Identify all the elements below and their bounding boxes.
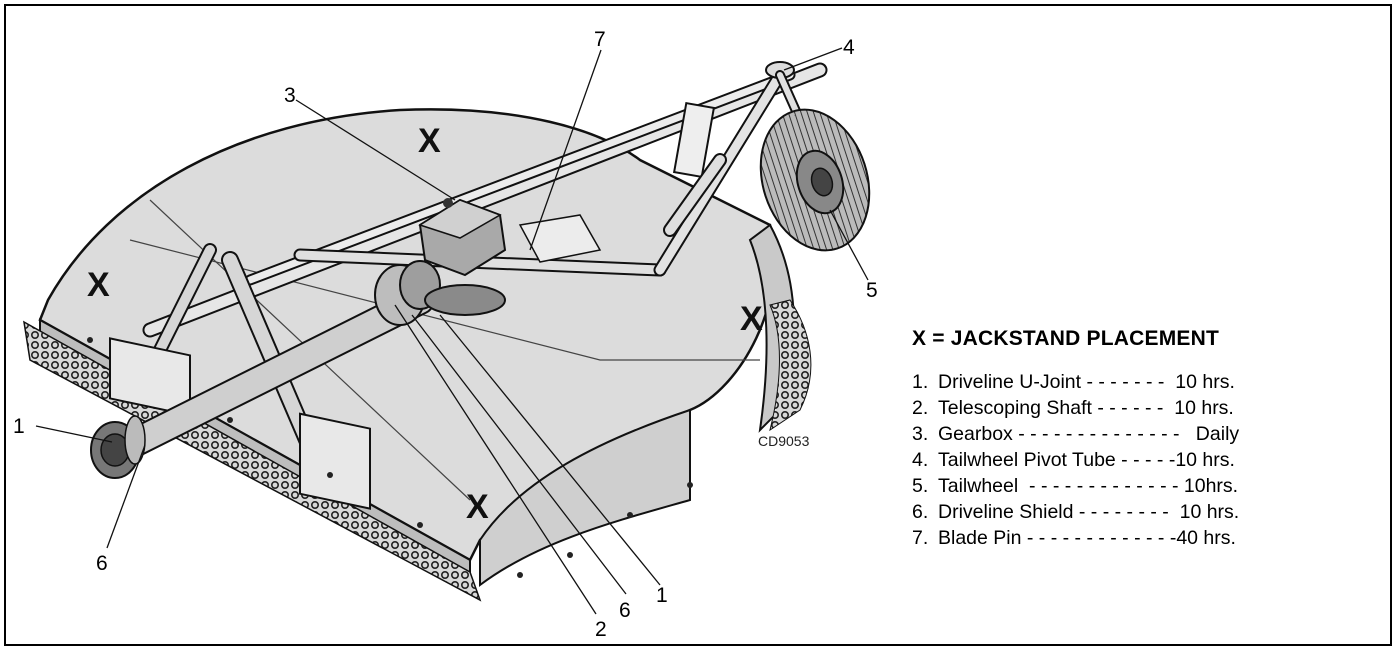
list-item: 1. Driveline U-Joint - - - - - - - 10 hrs…	[912, 369, 1372, 395]
item-text: Tailwheel Pivot Tube - - - - -10 hrs.	[938, 449, 1235, 471]
maintenance-legend: X = JACKSTAND PLACEMENT 1. Driveline U-Jo…	[912, 327, 1372, 551]
legend-title: X = JACKSTAND PLACEMENT	[912, 327, 1219, 350]
callout-6: 6	[96, 552, 108, 575]
list-item: 6. Driveline Shield - - - - - - - - 10 hr…	[912, 499, 1372, 525]
item-number: 1.	[912, 371, 929, 393]
legend-list: 1. Driveline U-Joint - - - - - - - 10 hrs…	[912, 369, 1372, 551]
callout-1: 1	[13, 415, 25, 438]
list-item: 2. Telescoping Shaft - - - - - - 10 hrs.	[912, 395, 1372, 421]
item-number: 2.	[912, 397, 929, 419]
jackstand-mark: X	[466, 488, 489, 526]
mower-illustration: 1 1 2 3 4 5 6 6 7 X X X X CD9053	[13, 28, 878, 641]
item-number: 3.	[912, 423, 929, 445]
item-text: Telescoping Shaft - - - - - - 10 hrs.	[938, 397, 1234, 419]
item-text: Driveline Shield - - - - - - - - 10 hrs.	[938, 501, 1240, 523]
callout-2: 2	[595, 618, 607, 641]
jackstand-mark: X	[740, 300, 763, 338]
jackstand-mark: X	[87, 266, 110, 304]
list-item: 7. Blade Pin - - - - - - - - - - - - -40 …	[912, 525, 1372, 551]
item-number: 4.	[912, 449, 929, 471]
list-item: 3. Gearbox - - - - - - - - - - - - - - Da…	[912, 421, 1372, 447]
callout-3: 3	[284, 84, 296, 107]
callout-4: 4	[843, 36, 855, 59]
callout-5: 5	[866, 279, 878, 302]
callout-6b: 6	[619, 599, 631, 622]
item-text: Driveline U-Joint - - - - - - - 10 hrs.	[938, 371, 1235, 393]
list-item: 5. Tailwheel - - - - - - - - - - - - - 10…	[912, 473, 1372, 499]
item-text: Tailwheel - - - - - - - - - - - - - 10hr…	[938, 475, 1239, 497]
side-chain-guard	[769, 299, 812, 432]
figure-code: CD9053	[758, 433, 810, 449]
item-text: Blade Pin - - - - - - - - - - - - -40 hr…	[938, 527, 1236, 549]
item-number: 6.	[912, 501, 929, 523]
item-number: 5.	[912, 475, 929, 497]
item-text: Gearbox - - - - - - - - - - - - - - Dail…	[938, 423, 1240, 445]
jackstand-mark: X	[418, 122, 441, 160]
list-item: 4. Tailwheel Pivot Tube - - - - -10 hrs.	[912, 447, 1372, 473]
item-number: 7.	[912, 527, 929, 549]
callout-7: 7	[594, 28, 606, 51]
callout-1b: 1	[656, 584, 668, 607]
